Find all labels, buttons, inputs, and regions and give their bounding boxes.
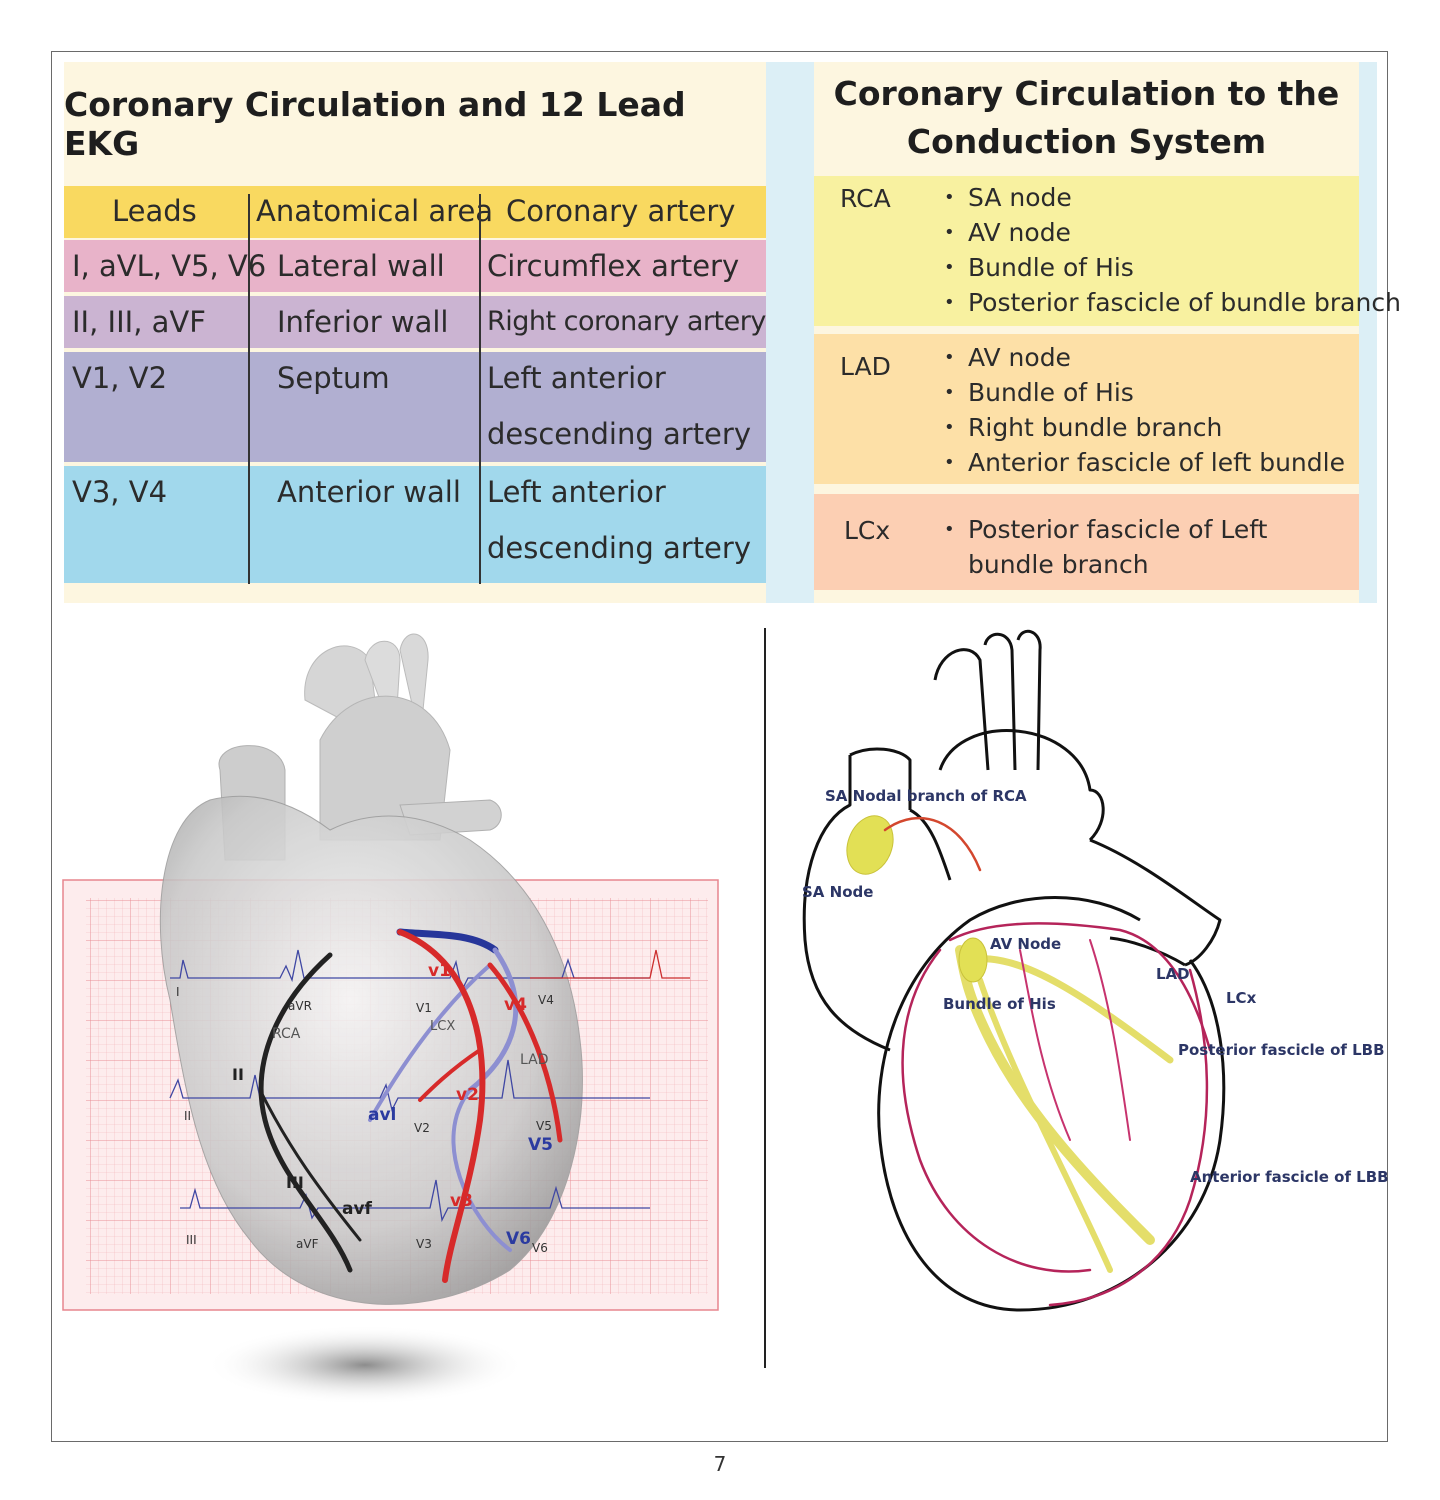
lead-label: I <box>176 985 180 999</box>
list-item: Posterior fascicle of bundle branch <box>944 285 1401 320</box>
anatomy-label: SA Nodal branch of RCA <box>825 787 1027 805</box>
overlay-label: v1 <box>428 961 451 981</box>
lead-label: V6 <box>532 1241 548 1255</box>
vessel-label: LAD <box>520 1052 548 1068</box>
page-frame <box>51 51 1388 1442</box>
anatomy-label: AV Node <box>990 935 1061 953</box>
header-area: Anatomical area <box>256 194 494 228</box>
list-item: Anterior fascicle of left bundle <box>944 445 1345 480</box>
list-item: bundle branch <box>968 550 1149 579</box>
heart-ekg-diagram: I aVR V1 V4 II V2 V5 III aVF V3 V6 RCA L… <box>62 633 719 1405</box>
overlay-label: III <box>286 1173 304 1192</box>
lcx-list: Posterior fascicle of Left bundle branch <box>944 512 1267 582</box>
conduction-table: Coronary Circulation to the Conduction S… <box>814 62 1401 603</box>
lead-label: III <box>186 1233 197 1247</box>
overlay-label: v2 <box>456 1085 479 1105</box>
lad-block: LAD AV node Bundle of His Right bundle b… <box>814 334 1359 484</box>
heart-outline <box>802 629 1226 1312</box>
list-item: AV node <box>944 340 1345 375</box>
column-divider <box>248 194 250 584</box>
conduction-labels: SA Nodal branch of RCA SA Node AV Node B… <box>802 787 1389 1186</box>
lead-label: aVF <box>296 1237 319 1251</box>
rca-list: SA node AV node Bundle of His Posterior … <box>944 180 1401 320</box>
page-number: 7 <box>713 1452 727 1476</box>
table-row: V3, V4 Anterior wall Left anterior desce… <box>64 466 766 583</box>
overlay-label: avf <box>342 1199 373 1219</box>
heart-shadow <box>205 1325 525 1405</box>
lead-label: aVR <box>288 999 312 1013</box>
anatomy-label: LCx <box>1226 989 1257 1007</box>
conduction-system-diagram: SA Nodal branch of RCA SA Node AV Node B… <box>802 629 1389 1312</box>
list-item: Bundle of His <box>944 375 1345 410</box>
list-item: SA node <box>944 180 1401 215</box>
coronary-vessels <box>258 928 563 1283</box>
vessel-label: RCA <box>272 1026 301 1042</box>
table-header-row: Leads Anatomical area Coronary artery <box>64 186 766 238</box>
overlay-label: v3 <box>450 1191 473 1211</box>
overlay-label: V6 <box>506 1229 531 1249</box>
overlay-label: V5 <box>528 1135 553 1155</box>
anatomy-label: SA Node <box>802 883 873 901</box>
table-row: I, aVL, V5, V6 Lateral wall Circumflex a… <box>64 240 766 292</box>
lead-label: II <box>184 1109 191 1123</box>
ekg-table-title: Coronary Circulation and 12 Lead EKG <box>64 85 686 163</box>
rca-block: RCA SA node AV node Bundle of His Poster… <box>814 176 1401 326</box>
anatomy-label: Anterior fascicle of LBB <box>1190 1168 1389 1186</box>
lead-label: V1 <box>416 1001 432 1015</box>
great-vessels <box>218 633 502 861</box>
lad-list: AV node Bundle of His Right bundle branc… <box>944 340 1345 480</box>
header-artery: Coronary artery <box>506 194 736 228</box>
lead-label: V3 <box>416 1237 432 1251</box>
anatomy-label: Posterior fascicle of LBB <box>1178 1041 1385 1059</box>
overlay-label: II <box>232 1065 244 1084</box>
lead-label: V2 <box>414 1121 430 1135</box>
ekg-labels: I aVR V1 V4 II V2 V5 III aVF V3 V6 RCA L… <box>176 961 554 1255</box>
conduction-paths <box>846 815 1212 1307</box>
anatomy-label: LAD <box>1156 965 1190 983</box>
ekg-table: Coronary Circulation and 12 Lead EKG Lea… <box>64 62 766 603</box>
heart-body <box>159 795 583 1305</box>
lcx-block: LCx Posterior fascicle of Left bundle br… <box>814 494 1359 590</box>
overlay-label: avl <box>368 1105 396 1125</box>
diagram-divider <box>764 628 766 1368</box>
header-leads: Leads <box>112 194 197 228</box>
lead-label: V5 <box>536 1119 552 1133</box>
overlay-label: v4 <box>504 995 527 1015</box>
list-item: Right bundle branch <box>944 410 1345 445</box>
table-row: II, III, aVF Inferior wall Right coronar… <box>64 296 766 348</box>
lead-label: V4 <box>538 993 554 1007</box>
table-row: V1, V2 Septum Left anterior descending a… <box>64 352 766 462</box>
column-divider <box>479 194 481 584</box>
list-item: Bundle of His <box>944 250 1401 285</box>
list-item: Posterior fascicle of Left <box>944 512 1267 547</box>
list-item: AV node <box>944 215 1401 250</box>
vessel-label: LCX <box>430 1019 455 1034</box>
anatomy-label: Bundle of His <box>943 995 1056 1013</box>
conduction-table-title: Coronary Circulation to the Conduction S… <box>833 74 1340 161</box>
